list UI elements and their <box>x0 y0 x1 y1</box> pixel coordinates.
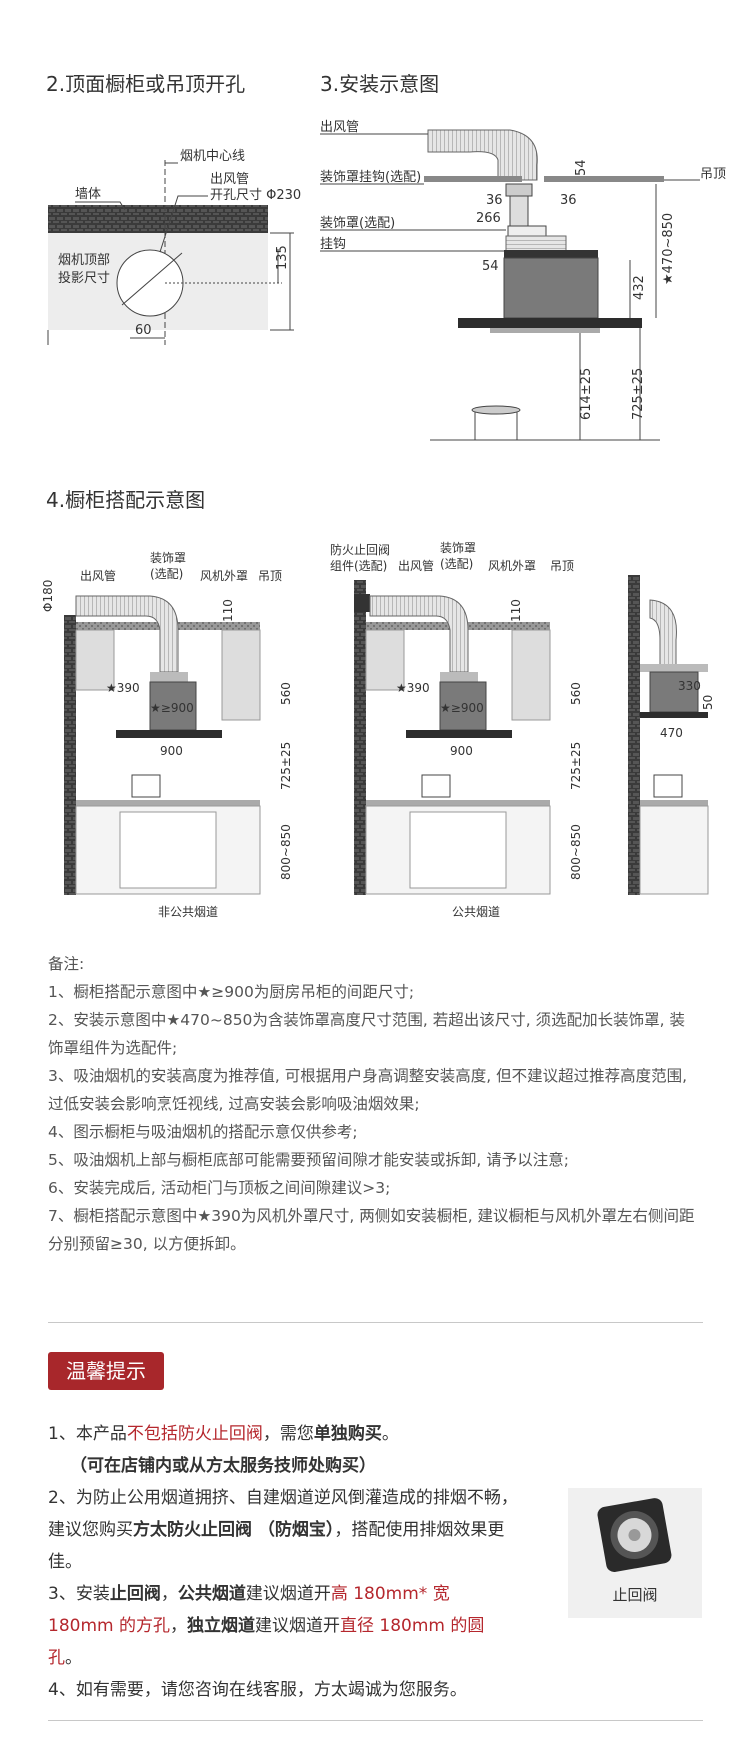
outlet-label: 出风管 <box>210 172 249 187</box>
svg-text:110: 110 <box>221 599 235 622</box>
ceiling-right <box>544 176 664 182</box>
duct-elbow <box>427 129 538 181</box>
svg-text:公共烟道: 公共烟道 <box>452 905 500 919</box>
hood-body <box>503 257 599 319</box>
svg-text:防火止回阀: 防火止回阀 <box>330 542 390 557</box>
notes-heading: 备注: <box>48 955 85 973</box>
notes-block: 备注: 1、橱柜搭配示意图中★≥900为厨房吊柜的间距尺寸; 2、安装示意图中★… <box>48 950 698 1258</box>
svg-text:900: 900 <box>160 744 183 758</box>
svg-text:560: 560 <box>569 682 583 705</box>
svg-text:725±25: 725±25 <box>631 368 646 420</box>
svg-text:风机外罩: 风机外罩 <box>488 559 536 573</box>
svg-text:470: 470 <box>660 726 683 740</box>
svg-text:800~850: 800~850 <box>569 824 583 880</box>
svg-text:Φ180: Φ180 <box>41 580 55 612</box>
svg-text:装饰罩: 装饰罩 <box>150 551 186 565</box>
svg-text:★≥900: ★≥900 <box>440 701 484 715</box>
svg-text:装饰罩挂钩(选配): 装饰罩挂钩(选配) <box>320 170 421 185</box>
svg-text:54: 54 <box>574 159 589 176</box>
svg-text:432: 432 <box>632 275 647 300</box>
center-line-label: 烟机中心线 <box>180 149 245 164</box>
check-valve-icon <box>597 1498 672 1573</box>
svg-text:吊顶: 吊顶 <box>550 559 574 573</box>
section-4-title: 4.橱柜搭配示意图 <box>46 488 206 512</box>
svg-text:出风管: 出风管 <box>80 568 116 583</box>
svg-text:614±25: 614±25 <box>579 368 594 420</box>
svg-text:36: 36 <box>560 193 577 208</box>
section-3-title: 3.安装示意图 <box>320 72 440 96</box>
svg-text:725±25: 725±25 <box>569 742 583 790</box>
tip-1-sub: （可在店铺内或从方太服务技师处购买） <box>70 1456 376 1476</box>
dim-60: 60 <box>135 323 152 338</box>
tip-1: 1、本产品不包括防火止回阀，需您单独购买。 <box>48 1424 399 1444</box>
check-valve-card: 止回阀 <box>568 1488 702 1618</box>
note-1: 1、橱柜搭配示意图中★≥900为厨房吊柜的间距尺寸; <box>48 983 415 1001</box>
svg-text:330: 330 <box>678 679 701 693</box>
divider-bottom <box>48 1720 703 1721</box>
divider-top <box>48 1322 703 1323</box>
tip-4: 4、如有需要，请您咨询在线客服，方太竭诚为您服务。 <box>48 1680 467 1700</box>
svg-text:560: 560 <box>279 682 293 705</box>
svg-text:吊顶: 吊顶 <box>700 167 726 182</box>
svg-text:110: 110 <box>509 599 523 622</box>
projection-label-2: 投影尺寸 <box>58 270 110 286</box>
cabinet-diagram-middle: ★390 ★≥900 900 防火止回阀 组件(选配) 出风管 装饰罩 (选配)… <box>330 541 583 919</box>
svg-text:装饰罩(选配): 装饰罩(选配) <box>320 216 395 231</box>
svg-text:900: 900 <box>450 744 473 758</box>
svg-text:装饰罩: 装饰罩 <box>440 541 476 555</box>
svg-text:吊顶: 吊顶 <box>258 569 282 583</box>
svg-text:★470~850: ★470~850 <box>661 213 676 285</box>
svg-text:★≥900: ★≥900 <box>150 701 194 715</box>
ceiling-opening-diagram: 135 60 烟机中心线 出风管 开孔尺寸 Φ230 墙体 烟机顶部 投影尺寸 <box>47 149 301 345</box>
svg-text:54: 54 <box>482 259 499 274</box>
svg-text:725±25: 725±25 <box>279 742 293 790</box>
check-valve-label: 止回阀 <box>612 1586 658 1604</box>
svg-text:50: 50 <box>701 695 715 710</box>
svg-text:266: 266 <box>476 211 501 226</box>
note-5: 5、吸油烟机上部与橱柜底部可能需要预留间隙才能安装或拆卸, 请予以注意; <box>48 1151 569 1169</box>
tip-2: 2、为防止公用烟道拥挤、自建烟道逆风倒灌造成的排烟不畅，建议您购买方太防火止回阀… <box>48 1488 518 1572</box>
cabinet-diagram-left: ★390 ★≥900 900 Φ180 出风管 装饰罩 (选配) 风机外罩 吊顶… <box>41 551 293 919</box>
svg-text:非公共烟道: 非公共烟道 <box>158 905 218 919</box>
svg-text:风机外罩: 风机外罩 <box>200 569 248 583</box>
cabinet-diagram-right: 330 50 470 <box>628 575 715 895</box>
note-2: 2、安装示意图中★470~850为含装饰罩高度尺寸范围, 若超出该尺寸, 须选配… <box>48 1011 685 1057</box>
svg-text:出风管: 出风管 <box>398 558 434 573</box>
diagrams: 135 60 烟机中心线 出风管 开孔尺寸 Φ230 墙体 烟机顶部 投影尺寸 … <box>41 120 726 919</box>
svg-text:出风管: 出风管 <box>320 120 359 135</box>
dim-135: 135 <box>275 245 290 270</box>
note-3: 3、吸油烟机的安装高度为推荐值, 可根据用户身高调整安装高度, 但不建议超过推荐… <box>48 1067 687 1113</box>
note-4: 4、图示橱柜与吸油烟机的搭配示意仅供参考; <box>48 1123 358 1141</box>
note-7: 7、橱柜搭配示意图中★390为风机外罩尺寸, 两侧如安装橱柜, 建议橱柜与风机外… <box>48 1207 695 1253</box>
tip-3: 3、安装止回阀，公共烟道建议烟道开高 180mm* 宽 180mm 的方孔，独立… <box>48 1584 485 1668</box>
note-6: 6、安装完成后, 活动柜门与顶板之间间隙建议>3; <box>48 1179 391 1197</box>
svg-text:★390: ★390 <box>396 681 430 695</box>
install-diagram: 出风管 装饰罩挂钩(选配) 吊顶 36 36 266 54 装饰罩(选配) 挂钩… <box>320 120 726 441</box>
tips-block: 1、本产品不包括防火止回阀，需您单独购买。 （可在店铺内或从方太服务技师处购买）… <box>48 1418 518 1706</box>
wall-strip <box>48 205 268 233</box>
svg-text:组件(选配): 组件(选配) <box>330 559 387 573</box>
wall-label: 墙体 <box>75 187 101 202</box>
svg-text:(选配): (选配) <box>440 557 473 571</box>
section-2-title: 2.顶面橱柜或吊顶开孔 <box>46 72 246 96</box>
svg-text:挂钩: 挂钩 <box>320 237 346 252</box>
tips-badge: 温馨提示 <box>48 1352 164 1390</box>
svg-text:36: 36 <box>486 193 503 208</box>
svg-text:(选配): (选配) <box>150 567 183 581</box>
projection-label-1: 烟机顶部 <box>58 253 110 268</box>
svg-text:800~850: 800~850 <box>279 824 293 880</box>
opening-size-label: 开孔尺寸 Φ230 <box>210 188 301 203</box>
hood-top <box>504 250 598 258</box>
hood-base <box>458 318 642 328</box>
svg-text:★390: ★390 <box>106 681 140 695</box>
ceiling-left <box>424 176 522 182</box>
